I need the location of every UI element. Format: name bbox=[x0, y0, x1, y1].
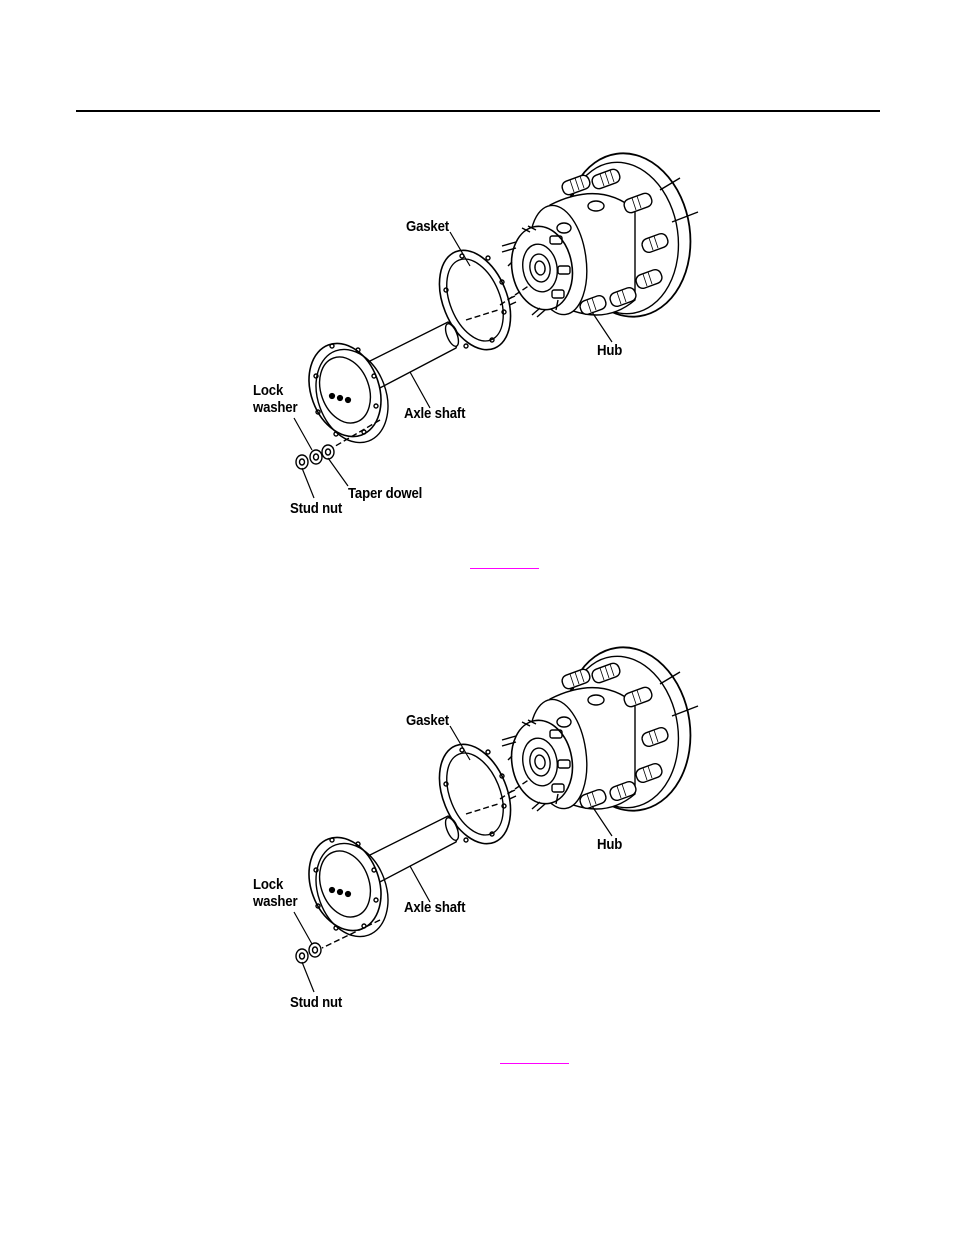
gasket-part bbox=[438, 231, 531, 351]
axle-hub-exploded-illustration-2 bbox=[293, 646, 699, 993]
callout-stud-nut-2: Stud nut bbox=[290, 994, 343, 1011]
figure-axle-removal-without-dowel: Gasket Hub Lock washer Axle shaft Stud n… bbox=[240, 644, 710, 1014]
axle-shaft-part bbox=[308, 321, 460, 449]
callout-lock-washer-line1: Lock bbox=[253, 382, 284, 399]
header-rule bbox=[76, 110, 880, 112]
callout-gasket-2: Gasket bbox=[406, 712, 449, 729]
hub-assembly bbox=[501, 152, 699, 343]
callout-stud-nut: Stud nut bbox=[290, 500, 343, 517]
fastener-parts bbox=[293, 417, 349, 499]
callout-lock-washer-2-line2: washer bbox=[253, 893, 298, 910]
callout-axle-shaft-2: Axle shaft bbox=[404, 899, 466, 916]
callout-gasket: Gasket bbox=[406, 218, 449, 235]
axle-shaft-part-2 bbox=[308, 815, 460, 949]
callout-hub: Hub bbox=[597, 342, 623, 359]
callout-lock-washer-line2: washer bbox=[253, 399, 298, 416]
callout-lock-washer: Lock washer bbox=[253, 382, 298, 416]
figure-link-underline-1[interactable] bbox=[470, 568, 539, 569]
figure-link-underline-2[interactable] bbox=[500, 1063, 569, 1064]
callout-lock-washer-2: Lock washer bbox=[253, 876, 298, 910]
callout-axle-shaft: Axle shaft bbox=[404, 405, 466, 422]
axle-hub-exploded-illustration bbox=[293, 152, 699, 499]
hub-assembly-2 bbox=[501, 646, 699, 837]
figure-axle-removal-with-dowel: Gasket Hub Lock washer Axle shaft Taper … bbox=[240, 150, 710, 520]
callout-lock-washer-2-line1: Lock bbox=[253, 876, 284, 893]
callout-taper-dowel: Taper dowel bbox=[348, 485, 423, 502]
callout-hub-2: Hub bbox=[597, 836, 623, 853]
gasket-part-2 bbox=[438, 725, 531, 845]
fastener-parts-2 bbox=[293, 911, 322, 993]
